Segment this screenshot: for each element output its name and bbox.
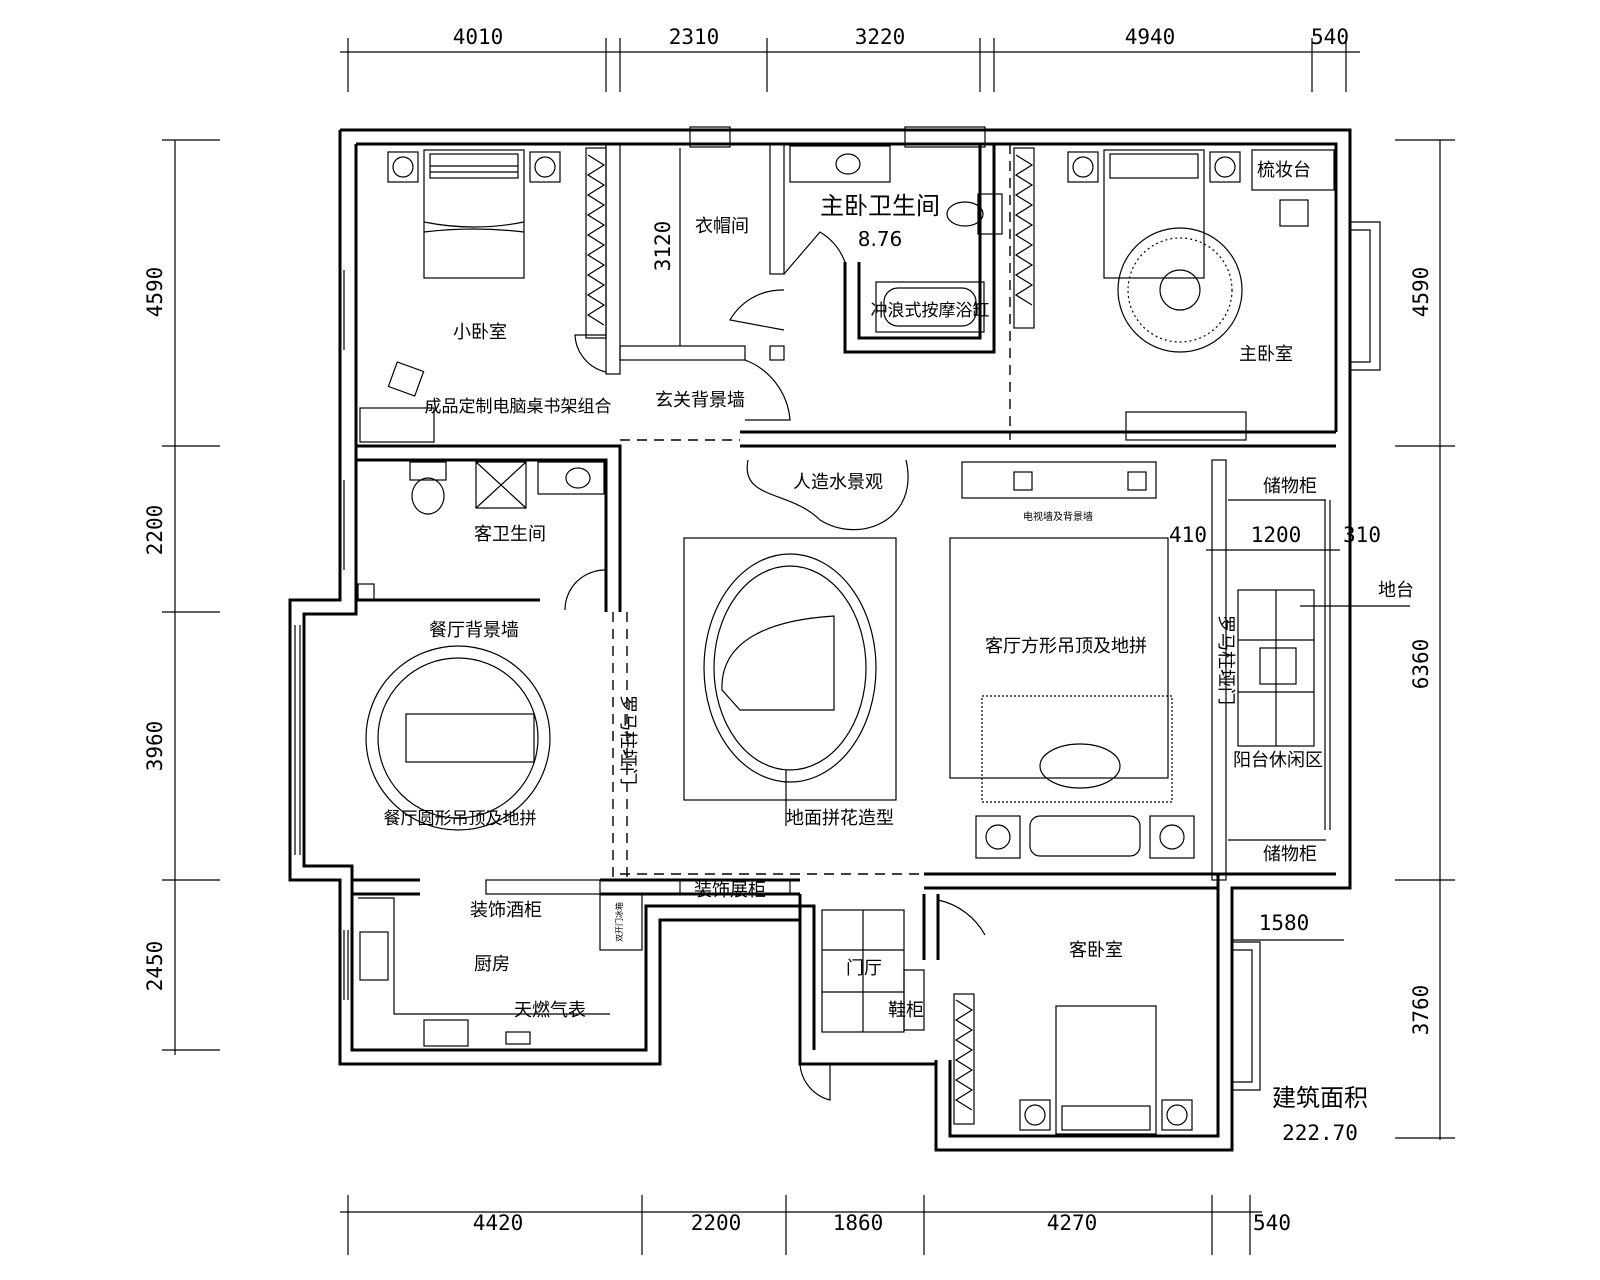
label-master-bath: 主卧卫生间 bbox=[820, 192, 940, 220]
dim-top-5: 540 bbox=[1311, 25, 1349, 49]
dim-balcony-b: 1200 bbox=[1251, 523, 1302, 547]
label-dresser: 梳妆台 bbox=[1257, 160, 1311, 181]
label-storage-bottom: 储物柜 bbox=[1263, 844, 1317, 865]
label-balcony-lounge: 阳台休闲区 bbox=[1233, 750, 1323, 771]
label-roman-door-right: 罗马柱垭门 bbox=[1215, 615, 1236, 705]
dining-area: 餐厅背景墙 餐厅圆形吊顶及地拼 罗马柱垭门 bbox=[365, 620, 638, 831]
foyer: 门厅 鞋柜 bbox=[821, 909, 925, 1033]
cloakroom: 3120 衣帽间 bbox=[651, 148, 749, 346]
dim-bottom-2: 2200 bbox=[691, 1211, 742, 1235]
dim-top-2: 2310 bbox=[669, 25, 720, 49]
dim-top-4: 4940 bbox=[1125, 25, 1176, 49]
label-computer-desk: 成品定制电脑桌书架组合 bbox=[425, 397, 612, 417]
balcony-area: 储物柜 储物柜 地台 阳台休闲区 罗马柱垭门 410 1200 310 bbox=[1169, 476, 1414, 865]
label-roman-door-left: 罗马柱垭门 bbox=[617, 695, 638, 785]
exterior-walls bbox=[288, 126, 1381, 1152]
label-dining-wall: 餐厅背景墙 bbox=[429, 620, 519, 641]
dashed-openings bbox=[612, 144, 1011, 880]
label-massage-tub: 冲浪式按摩浴缸 bbox=[871, 300, 990, 321]
doors bbox=[564, 231, 986, 1101]
dim-left-3: 3960 bbox=[143, 721, 167, 772]
master-bath: 主卧卫生间 8.76 冲浪式按摩浴缸 bbox=[789, 145, 1003, 333]
living-room: 电视墙及背景墙 客厅方形吊顶及地拼 bbox=[949, 461, 1195, 859]
dim-closet-height: 3120 bbox=[651, 221, 675, 272]
guest-bedroom: 客卧室 1580 bbox=[953, 911, 1344, 1135]
dim-bay: 1580 bbox=[1259, 911, 1310, 935]
master-bedroom: 主卧室 梳妆台 bbox=[1013, 147, 1335, 441]
dim-left-2: 2200 bbox=[143, 505, 167, 556]
dim-left-1: 4590 bbox=[143, 267, 167, 318]
label-living-ceiling: 客厅方形吊顶及地拼 bbox=[985, 636, 1147, 657]
label-fridge: 双开门冰箱 bbox=[614, 902, 624, 942]
label-planter: 地台 bbox=[1378, 580, 1414, 601]
dim-right-3: 3760 bbox=[1409, 985, 1433, 1036]
label-tv-wall: 电视墙及背景墙 bbox=[1023, 510, 1093, 523]
label-floor-pattern: 地面拼花造型 bbox=[786, 808, 894, 829]
dim-bottom-3: 1860 bbox=[833, 1211, 884, 1235]
label-kitchen: 厨房 bbox=[474, 954, 510, 975]
label-dining-ceiling: 餐厅圆形吊顶及地拼 bbox=[384, 809, 537, 829]
small-bedroom: 小卧室 成品定制电脑桌书架组合 bbox=[359, 147, 612, 443]
label-master-bedroom: 主卧室 bbox=[1239, 344, 1293, 365]
label-guest-bath: 客卫生间 bbox=[474, 524, 546, 545]
dimension-top: 4010 2310 3220 4940 540 bbox=[340, 25, 1360, 92]
floor-pattern-area: 地面拼花造型 bbox=[683, 537, 897, 829]
label-guest-bedroom: 客卧室 bbox=[1069, 940, 1123, 961]
label-foyer: 门厅 bbox=[846, 958, 882, 979]
dimension-left: 4590 2200 3960 2450 bbox=[143, 139, 220, 1055]
kitchen: 装饰酒柜 装饰展柜 厨房 双开门冰箱 天燃气表 bbox=[358, 879, 791, 1047]
dim-right-1: 4590 bbox=[1409, 267, 1433, 318]
label-entry-wall: 玄关背景墙 bbox=[655, 390, 745, 411]
dim-balcony-c: 310 bbox=[1343, 523, 1381, 547]
label-display-cabinet: 装饰展柜 bbox=[694, 880, 766, 901]
guest-bath: 客卫生间 bbox=[357, 461, 605, 601]
label-gas-meter: 天燃气表 bbox=[514, 1000, 586, 1021]
dim-bottom-4: 4270 bbox=[1047, 1211, 1098, 1235]
dim-top-3: 3220 bbox=[855, 25, 906, 49]
label-water-feature: 人造水景观 bbox=[793, 472, 883, 493]
entry-area: 玄关背景墙 人造水景观 bbox=[655, 390, 909, 531]
dimension-bottom: 4420 2200 1860 4270 540 bbox=[340, 1195, 1291, 1255]
dimension-right: 4590 6360 3760 bbox=[1395, 139, 1455, 1140]
label-shoe-cabinet: 鞋柜 bbox=[888, 1000, 924, 1021]
label-storage-top: 储物柜 bbox=[1263, 476, 1317, 497]
dim-top-1: 4010 bbox=[453, 25, 504, 49]
label-cloakroom: 衣帽间 bbox=[695, 216, 749, 237]
dim-right-2: 6360 bbox=[1409, 639, 1433, 690]
label-small-bedroom: 小卧室 bbox=[453, 322, 507, 343]
dim-balcony-a: 410 bbox=[1169, 523, 1207, 547]
dim-left-4: 2450 bbox=[143, 941, 167, 992]
dim-bottom-5: 540 bbox=[1253, 1211, 1291, 1235]
label-wine-cabinet: 装饰酒柜 bbox=[470, 900, 542, 921]
label-master-bath-area: 8.76 bbox=[858, 227, 903, 251]
area-label: 建筑面积 bbox=[1272, 1084, 1368, 1112]
dim-bottom-1: 4420 bbox=[473, 1211, 524, 1235]
building-area: 建筑面积 222.70 bbox=[1272, 1084, 1368, 1145]
interior-walls bbox=[352, 143, 1336, 1064]
area-value: 222.70 bbox=[1282, 1121, 1358, 1145]
